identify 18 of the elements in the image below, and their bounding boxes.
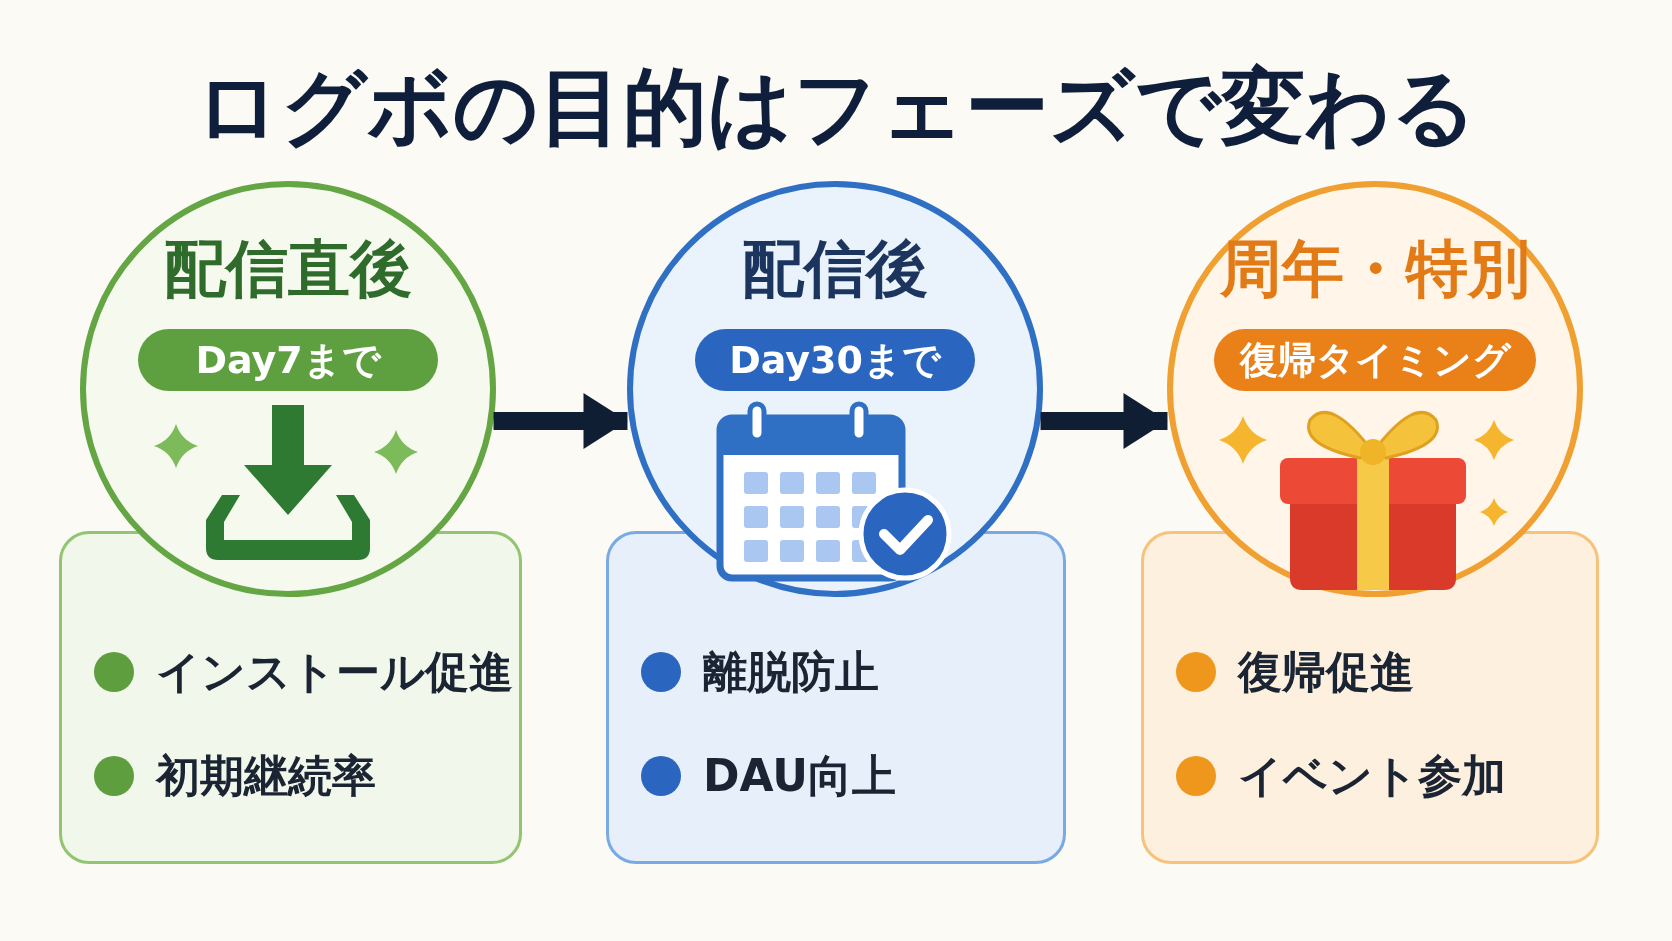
phase-heading: 配信直後 [163, 231, 413, 307]
goal-text: 離脱防止 [703, 645, 879, 699]
goal-card [59, 531, 522, 864]
phase-pill: Day30まで [695, 329, 975, 391]
goal-text: 復帰促進 [1238, 645, 1414, 699]
arrow [493, 393, 628, 449]
phase-pill: 復帰タイミング [1214, 329, 1536, 391]
goal-card [606, 531, 1066, 864]
title: ログボの目的はフェーズで変わる [194, 57, 1478, 158]
arrow [1040, 393, 1168, 449]
goal-card [1141, 531, 1599, 864]
phase-heading: 周年・特別 [1219, 231, 1531, 307]
goal-text: DAU向上 [703, 749, 896, 803]
goal-text: イベント参加 [1238, 749, 1506, 803]
goal-text: インストール促進 [156, 645, 513, 699]
phase-heading: 配信後 [741, 231, 929, 307]
goal-text: 初期継続率 [156, 749, 376, 803]
phase-pill: Day7まで [138, 329, 438, 391]
